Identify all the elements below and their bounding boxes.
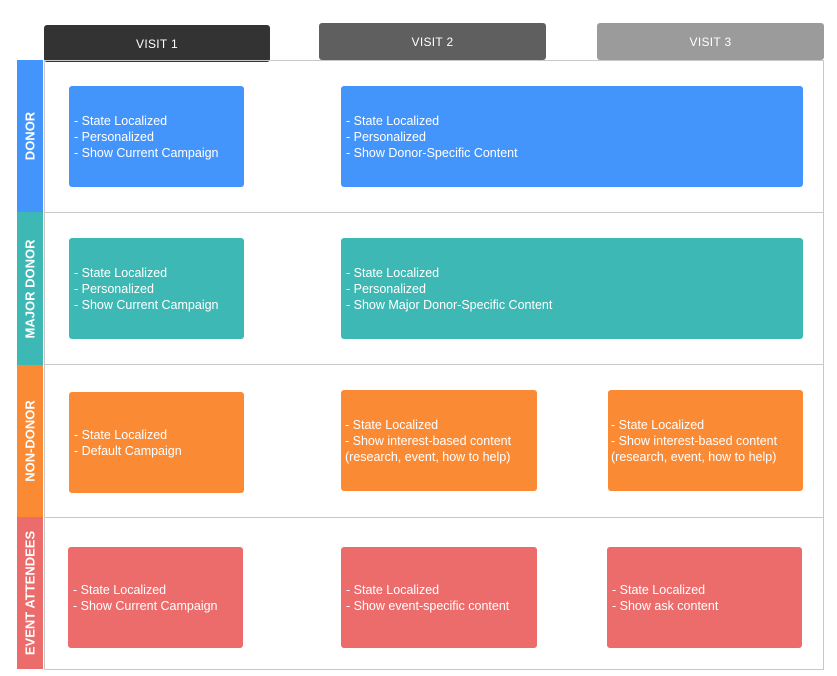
row-label-non-donor-text: NON-DONOR <box>22 400 38 482</box>
card-line: - State Localized <box>73 582 167 597</box>
card-line: - Personalized <box>74 281 154 296</box>
card-event-attendees-visit-1: - State Localized - Show Current Campaig… <box>68 547 243 648</box>
card-donor-visit-2-3: - State Localized - Personalized - Show … <box>341 86 803 187</box>
card-line: - Personalized <box>74 129 154 144</box>
row-outline-event-attendees <box>44 517 824 670</box>
row-label-major-donor: MAJOR DONOR <box>17 212 43 365</box>
card-event-attendees-visit-3: - State Localized - Show ask content <box>607 547 802 648</box>
card-line: - Show Current Campaign <box>74 145 219 160</box>
card-non-donor-visit-2: - State Localized - Show interest-based … <box>341 390 537 491</box>
card-line: - Personalized <box>346 281 426 296</box>
card-line: - State Localized <box>74 265 168 280</box>
card-line: - State Localized <box>611 417 705 432</box>
card-line: - Show ask content <box>612 598 719 613</box>
card-line: - State Localized <box>74 113 168 128</box>
card-line: - Default Campaign <box>74 443 182 458</box>
card-line: - State Localized <box>346 265 440 280</box>
card-line: - State Localized <box>612 582 706 597</box>
card-event-attendees-visit-2: - State Localized - Show event-specific … <box>341 547 537 648</box>
row-label-event-attendees: EVENT ATTENDEES <box>17 517 43 669</box>
card-line: - State Localized <box>74 427 168 442</box>
card-line: - Personalized <box>346 129 426 144</box>
row-label-event-attendees-text: EVENT ATTENDEES <box>22 530 38 656</box>
card-line: - Show event-specific content <box>346 598 510 613</box>
card-non-donor-visit-3: - State Localized - Show interest-based … <box>608 390 803 491</box>
card-non-donor-visit-1: - State Localized - Default Campaign <box>69 392 244 493</box>
column-header-visit-3: VISIT 3 <box>597 23 824 60</box>
column-header-visit-2: VISIT 2 <box>319 23 546 60</box>
card-line: - Show Current Campaign <box>74 297 219 312</box>
card-line: (research, event, how to help) <box>345 449 511 464</box>
row-label-donor: DONOR <box>17 60 43 212</box>
card-donor-visit-1: - State Localized - Personalized - Show … <box>69 86 244 187</box>
row-label-non-donor: NON-DONOR <box>17 365 43 517</box>
card-line: - Show Current Campaign <box>73 598 218 613</box>
row-label-donor-text: DONOR <box>22 111 38 161</box>
card-line: - State Localized <box>346 113 440 128</box>
card-line: (research, event, how to help) <box>611 449 777 464</box>
card-major-donor-visit-2-3: - State Localized - Personalized - Show … <box>341 238 803 339</box>
row-label-major-donor-text: MAJOR DONOR <box>22 239 38 338</box>
card-major-donor-visit-1: - State Localized - Personalized - Show … <box>69 238 244 339</box>
card-line: - Show interest-based content <box>345 433 512 448</box>
card-line: - State Localized <box>346 582 440 597</box>
card-line: - Show Major Donor-Specific Content <box>346 297 553 312</box>
column-header-visit-1: VISIT 1 <box>44 25 270 62</box>
card-line: - Show Donor-Specific Content <box>346 145 518 160</box>
card-line: - Show interest-based content <box>611 433 778 448</box>
card-line: - State Localized <box>345 417 439 432</box>
